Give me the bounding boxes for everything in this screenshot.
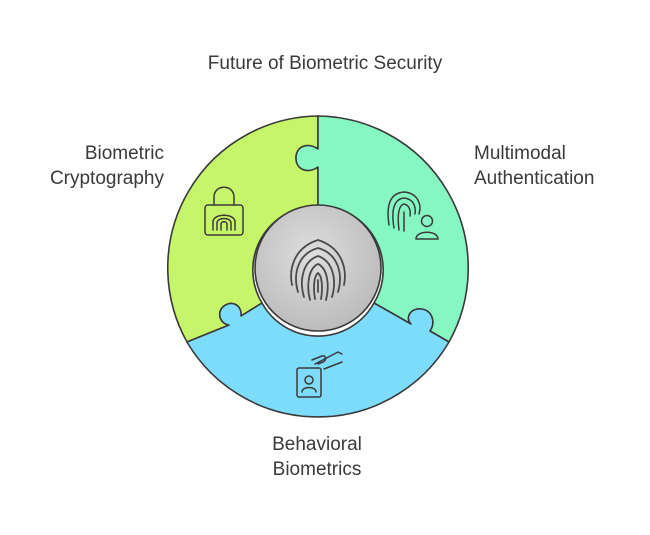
- label-line: Behavioral: [272, 434, 362, 455]
- hand-id-card-icon: [296, 351, 343, 398]
- label-biometric-cryptography: Biometric Cryptography: [50, 141, 164, 191]
- label-behavioral-biometrics: Behavioral Biometrics: [0, 432, 634, 482]
- label-line: Cryptography: [49, 168, 164, 189]
- fingerprint-lock-icon: [204, 186, 244, 236]
- label-line: Biometric: [84, 143, 164, 164]
- label-line: Multimodal: [474, 143, 566, 164]
- center-circle: [254, 204, 382, 332]
- label-multimodal-authentication: Multimodal Authentication: [474, 141, 594, 191]
- label-line: Biometrics: [272, 459, 362, 480]
- fingerprint-icon: [290, 239, 346, 301]
- fingerprint-user-icon: [387, 191, 439, 240]
- diagram-title: Future of Biometric Security: [207, 53, 443, 74]
- segment-behavioral-biometrics: [186, 302, 450, 418]
- label-line: Authentication: [474, 168, 595, 189]
